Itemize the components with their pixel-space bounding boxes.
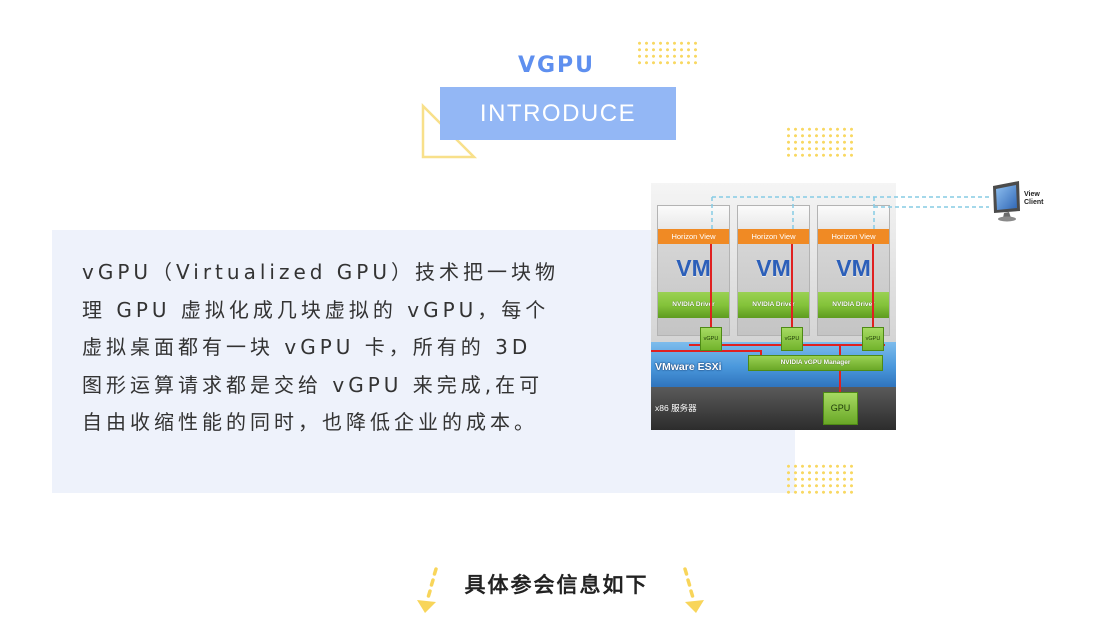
arrow-dash	[686, 578, 692, 587]
page-title: VGPU	[517, 53, 596, 78]
dot-pattern-decoration	[636, 40, 699, 66]
monitor-base	[998, 216, 1016, 222]
vm-label: VM	[676, 255, 711, 281]
down-arrow-icon	[417, 567, 438, 613]
nvidia-driver-label: NVIDIA Driver	[658, 292, 729, 318]
introduce-badge: INTRODUCE	[440, 87, 676, 140]
vm-label: VM	[836, 255, 871, 281]
arrow-dash	[429, 578, 435, 587]
nvidia-driver-label: NVIDIA Driver	[738, 292, 809, 318]
intro-line: 理 GPU 虚拟化成几块虚拟的 vGPU，每个	[82, 297, 550, 322]
vm-body: VM	[738, 244, 809, 292]
arrow-head	[417, 600, 436, 613]
intro-line: 图形运算请求都是交给 vGPU 来完成,在可	[82, 372, 544, 397]
vm-body: VM	[818, 244, 889, 292]
horizon-view-label: Horizon View	[658, 229, 729, 244]
vgpu-box: vGPU	[700, 327, 722, 351]
dot-pattern-decoration	[785, 126, 857, 158]
arrow-dash	[432, 567, 438, 576]
vm-column: Horizon View VM NVIDIA Driver	[817, 205, 890, 336]
section-heading: 具体参会信息如下	[464, 573, 649, 597]
intro-line: 虚拟桌面都有一块 vGPU 卡，所有的 3D	[82, 335, 532, 359]
arrow-dash	[426, 589, 432, 598]
vgpu-box: vGPU	[862, 327, 884, 351]
arrow-head	[685, 600, 704, 613]
monitor-stand	[1003, 212, 1011, 218]
intro-line: vGPU（Virtualized GPU）技术把一块物	[82, 260, 559, 284]
vm-top-area	[738, 206, 809, 229]
badge-label: INTRODUCE	[479, 100, 637, 127]
arrow-dash	[683, 567, 689, 576]
down-arrow-icon	[683, 567, 704, 613]
intro-paragraph: vGPU（Virtualized GPU）技术把一块物 理 GPU 虚拟化成几块…	[82, 254, 559, 442]
vm-top-area	[818, 206, 889, 229]
gpu-connection-lines	[651, 244, 885, 392]
connection-line	[651, 350, 762, 355]
arrow-dash	[689, 589, 695, 598]
gpu-box: GPU	[823, 392, 858, 425]
horizon-view-label: Horizon View	[738, 229, 809, 244]
vm-column: Horizon View VM NVIDIA Driver	[657, 205, 730, 336]
vm-column: Horizon View VM NVIDIA Driver	[737, 205, 810, 336]
dot-pattern-decoration	[785, 463, 857, 495]
view-client-label: View Client	[1024, 191, 1044, 206]
vgpu-architecture-diagram: Horizon View VM NVIDIA Driver Horizon Vi…	[651, 180, 1056, 433]
vgpu-manager-box: NVIDIA vGPU Manager	[748, 355, 883, 371]
vm-body: VM	[658, 244, 729, 292]
network-links	[711, 196, 989, 229]
vm-label: VM	[756, 255, 791, 281]
nvidia-driver-label: NVIDIA Driver	[818, 292, 889, 318]
intro-line: 自由收缩性能的同时，也降低企业的成本。	[82, 410, 538, 434]
monitor-screen	[996, 185, 1017, 210]
horizon-view-label: Horizon View	[818, 229, 889, 244]
server-label: x86 服务器	[655, 403, 697, 413]
esxi-label: VMware ESXi	[655, 361, 722, 373]
monitor-icon	[993, 181, 1020, 222]
vgpu-box: vGPU	[781, 327, 803, 351]
